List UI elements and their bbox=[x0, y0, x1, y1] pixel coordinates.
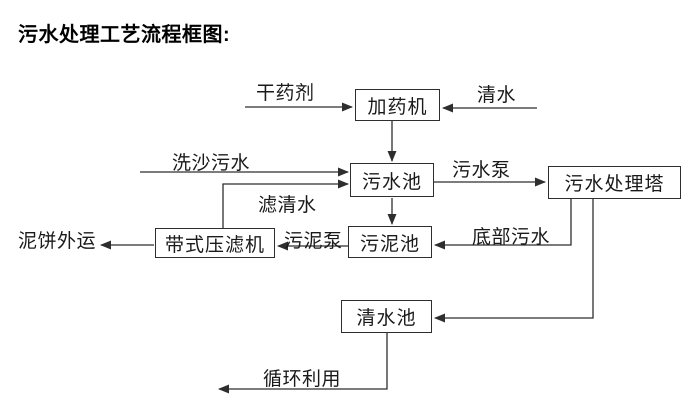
node-sewage-pool: 污水池 bbox=[350, 163, 434, 197]
label-bottom-sewage: 底部污水 bbox=[472, 227, 551, 248]
arrow-treatment-tower-to-clean-water-pool bbox=[434, 199, 594, 323]
label-sand-washing-sewage: 洗沙污水 bbox=[172, 153, 251, 174]
label-mud-cake-outbound: 泥饼外运 bbox=[18, 231, 97, 252]
node-clean-water-pool: 清水池 bbox=[341, 300, 432, 333]
label-clean-water: 清水 bbox=[477, 85, 517, 106]
label-dry-agent: 干药剂 bbox=[256, 83, 315, 104]
label-sewage-pump: 污水泵 bbox=[452, 160, 511, 181]
node-sludge-pool: 污泥池 bbox=[348, 226, 432, 258]
label-filtered-water: 滤清水 bbox=[258, 195, 317, 216]
page-title: 污水处理工艺流程框图: bbox=[18, 24, 231, 46]
arrow-bottom-sewage-to-sludge-pool bbox=[434, 199, 572, 250]
label-recycling-use: 循环利用 bbox=[263, 369, 342, 390]
node-dosing-machine: 加药机 bbox=[355, 89, 440, 121]
node-sewage-treatment-tower: 污水处理塔 bbox=[548, 166, 681, 199]
label-sludge-pump: 污泥泵 bbox=[284, 231, 343, 252]
arrow-filtered-water-to-sewage-pool bbox=[222, 179, 349, 228]
arrow-clean-water-pool-to-recycling bbox=[218, 333, 388, 394]
node-belt-filter-press: 带式压滤机 bbox=[155, 228, 275, 258]
